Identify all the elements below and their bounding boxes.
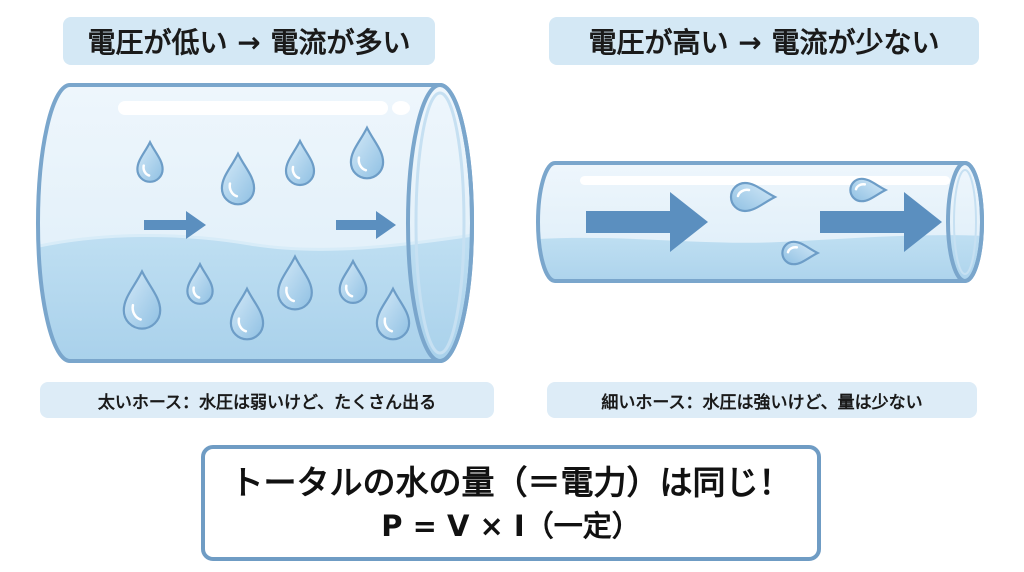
water-drop-icon [220, 151, 256, 206]
water-drop-icon [349, 125, 385, 180]
water-drop-icon [338, 258, 368, 304]
water-drop-icon [849, 177, 889, 203]
power-formula: P = V × I（一定） [381, 509, 641, 543]
water-drop-icon [229, 286, 265, 341]
right-caption-text: 細いホース：水圧は強いけど、量は少ない [601, 392, 923, 413]
flow-arrow-icon [586, 192, 708, 252]
water-drop-icon [186, 261, 214, 305]
right-title: 電圧が高い → 電流が少ない [549, 17, 979, 65]
water-drop-icon [781, 240, 821, 266]
summary-statement: トータルの水の量（＝電力）は同じ！ [230, 463, 792, 502]
water-drop-icon [122, 268, 162, 330]
water-drop-icon [136, 139, 164, 183]
left-title-text: 電圧が低い → 電流が多い [87, 26, 411, 59]
left-caption: 太いホース：水圧は弱いけど、たくさん出る [40, 382, 494, 418]
flow-arrow-icon [144, 211, 206, 239]
flow-arrow-icon [820, 192, 942, 252]
water-drop-icon [375, 286, 411, 341]
right-caption: 細いホース：水圧は強いけど、量は少ない [547, 382, 977, 418]
water-drop-icon [284, 138, 316, 187]
flow-arrow-icon [336, 211, 396, 239]
summary-box: トータルの水の量（＝電力）は同じ！ P = V × I（一定） [201, 445, 821, 561]
left-caption-text: 太いホース：水圧は弱いけど、たくさん出る [97, 392, 437, 413]
left-title: 電圧が低い → 電流が多い [63, 17, 435, 65]
right-title-text: 電圧が高い → 電流が少ない [588, 26, 940, 59]
water-drop-icon [277, 254, 313, 311]
water-drop-icon [729, 181, 778, 213]
water-fill [538, 235, 982, 281]
